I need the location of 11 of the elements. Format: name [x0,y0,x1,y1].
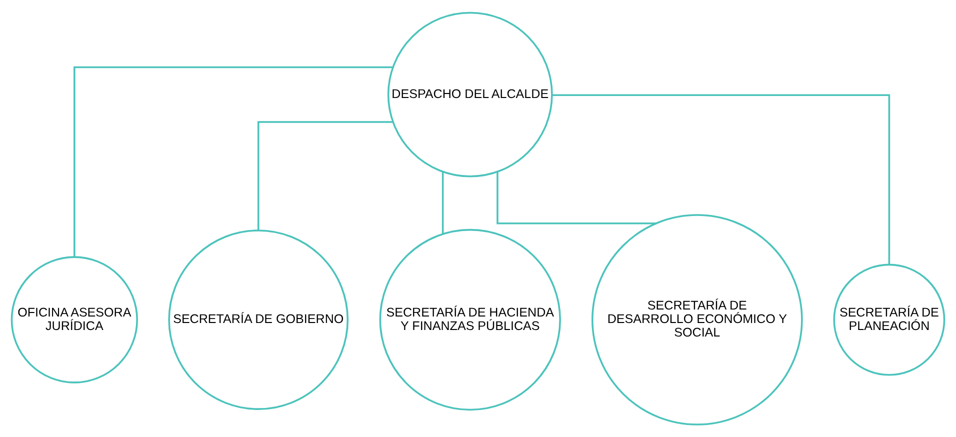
node-circle: SECRETARÍA DE PLANEACIÓN [833,264,946,376]
node-circle: SECRETARÍA DE DESARROLLO ECONÓMICO Y SOCIAL [592,214,803,426]
connector [496,172,656,224]
node-circle: OFICINA ASESORA JURÍDICA [10,256,138,384]
connector [74,66,393,257]
connector [257,121,393,230]
connector [442,172,444,234]
node-circle: SECRETARÍA DE GOBIERNO [168,230,349,410]
node-circle: DESPACHO DEL ALCALDE [387,12,553,178]
node-circle: SECRETARÍA DE HACIENDA Y FINANZAS PÚBLICAS [379,228,561,411]
connector [552,94,890,265]
